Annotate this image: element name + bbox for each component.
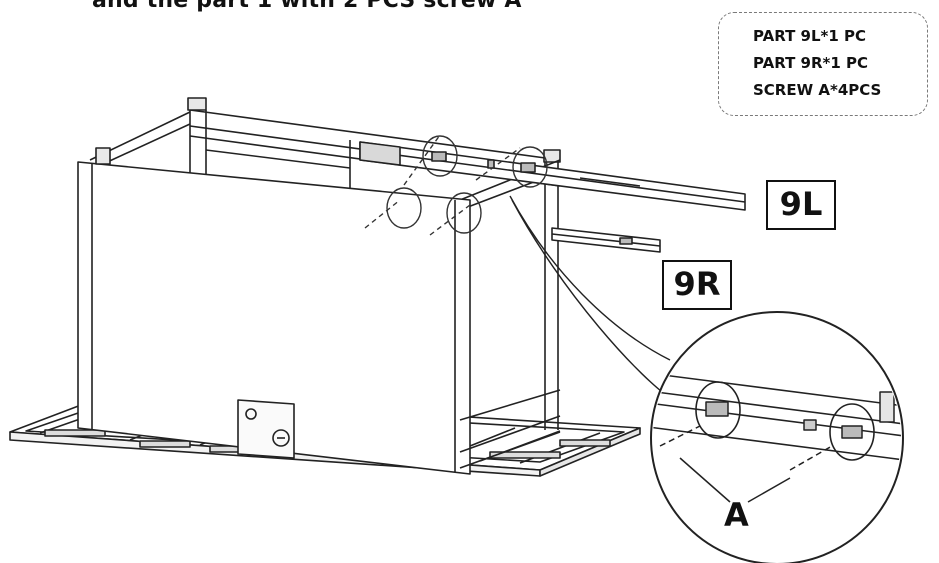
bottom-side-rails [459, 389, 561, 469]
parts-list-item: PART 9R*1 PC [753, 54, 869, 72]
part-9r-label: 9R [662, 260, 732, 310]
rail-9r [551, 227, 661, 253]
front-panel [77, 147, 471, 475]
instruction-heading: and the part 1 with 2 PCS screw A [92, 0, 522, 13]
part-9l-label: 9L [766, 180, 836, 230]
parts-list-box: PART 9L*1 PC PART 9R*1 PC SCREW A*4PCS [718, 12, 928, 116]
parts-list-item: SCREW A*4PCS [753, 81, 882, 99]
screw-a-label: A [724, 496, 749, 534]
screw-callouts [364, 134, 548, 236]
parts-list-item: PART 9L*1 PC [753, 27, 867, 45]
detail-circle [650, 311, 904, 563]
zoom-connector [509, 195, 677, 403]
